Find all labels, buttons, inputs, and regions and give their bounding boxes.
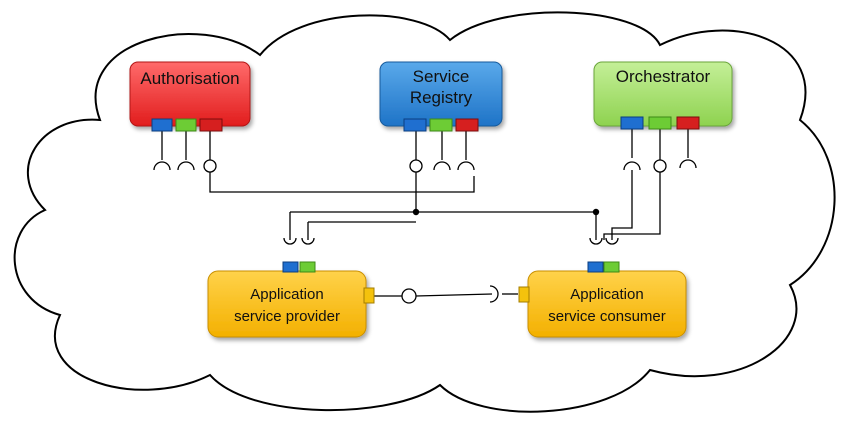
consumer-ports — [518, 261, 620, 303]
consumer-label-line2: service consumer — [548, 308, 666, 325]
connection-wires — [161, 128, 689, 297]
service-registry-ports — [403, 118, 479, 132]
service-registry-label-line2: Registry — [410, 88, 473, 107]
junction-dot — [592, 208, 600, 216]
junction-dot — [412, 208, 420, 216]
consumer-label-line1: Application — [570, 286, 643, 303]
provider-label-line1: Application — [250, 286, 323, 303]
provider-ports — [282, 261, 375, 304]
provider-node[interactable] — [207, 270, 367, 338]
authorisation-label: Authorisation — [140, 69, 239, 88]
orchestrator-label: Orchestrator — [616, 67, 711, 86]
orchestrator-ports — [620, 116, 700, 130]
interface-symbols — [153, 159, 697, 304]
authorisation-ports — [151, 118, 223, 132]
service-registry-label-line1: Service — [413, 67, 470, 86]
provider-label-line2: service provider — [234, 308, 340, 325]
consumer-node[interactable] — [527, 270, 687, 338]
